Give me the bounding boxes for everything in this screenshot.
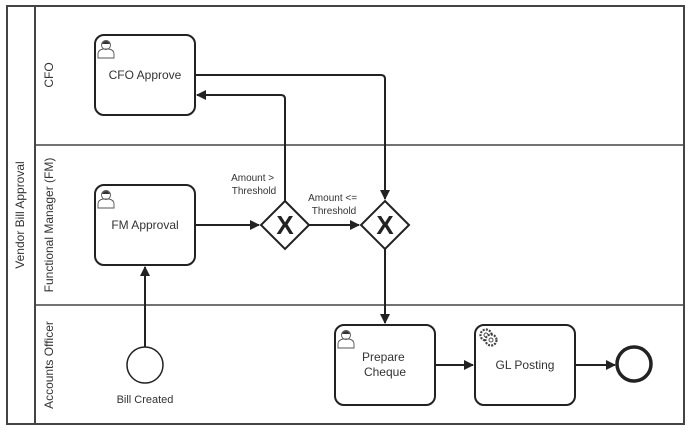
exclusive-x-icon: X (376, 210, 394, 240)
lane-cfo[interactable]: CFO (35, 62, 684, 146)
gear-icon (479, 328, 498, 347)
task-label: FM Approval (111, 218, 178, 232)
flow-gateway1-to-cfo[interactable] (196, 90, 286, 201)
task-prepare-cheque[interactable]: Prepare Cheque (334, 324, 436, 406)
gateway-amount-check[interactable]: X (259, 199, 311, 251)
task-gl-posting[interactable]: GL Posting (474, 324, 576, 406)
user-icon (337, 330, 355, 349)
start-event-label: Bill Created (117, 394, 174, 406)
lane-label-accounts-officer: Accounts Officer (42, 321, 56, 409)
lane-label-cfo: CFO (42, 62, 56, 87)
lane-fm[interactable]: Functional Manager (FM) (35, 158, 684, 306)
flow-label-le: Amount <= Threshold (308, 193, 360, 217)
task-label: Prepare Cheque (362, 350, 408, 379)
user-icon (97, 190, 115, 209)
gateway-merge[interactable]: X (359, 199, 411, 251)
lane-accounts-officer[interactable]: Accounts Officer (42, 321, 56, 409)
task-label: CFO Approve (109, 68, 182, 82)
task-label: GL Posting (496, 358, 555, 372)
exclusive-x-icon: X (276, 210, 294, 240)
start-event-bill-created[interactable]: Bill Created (117, 346, 174, 406)
lane-label-fm: Functional Manager (FM) (42, 158, 56, 293)
pool-title: Vendor Bill Approval (13, 161, 27, 268)
flow-cfo-to-gateway2[interactable] (195, 74, 390, 200)
flow-label-gt: Amount > Threshold (231, 173, 277, 197)
task-fm-approval[interactable]: FM Approval (94, 184, 196, 266)
task-cfo-approve[interactable]: CFO Approve (94, 34, 196, 116)
user-icon (97, 40, 115, 59)
end-event[interactable] (615, 345, 653, 383)
